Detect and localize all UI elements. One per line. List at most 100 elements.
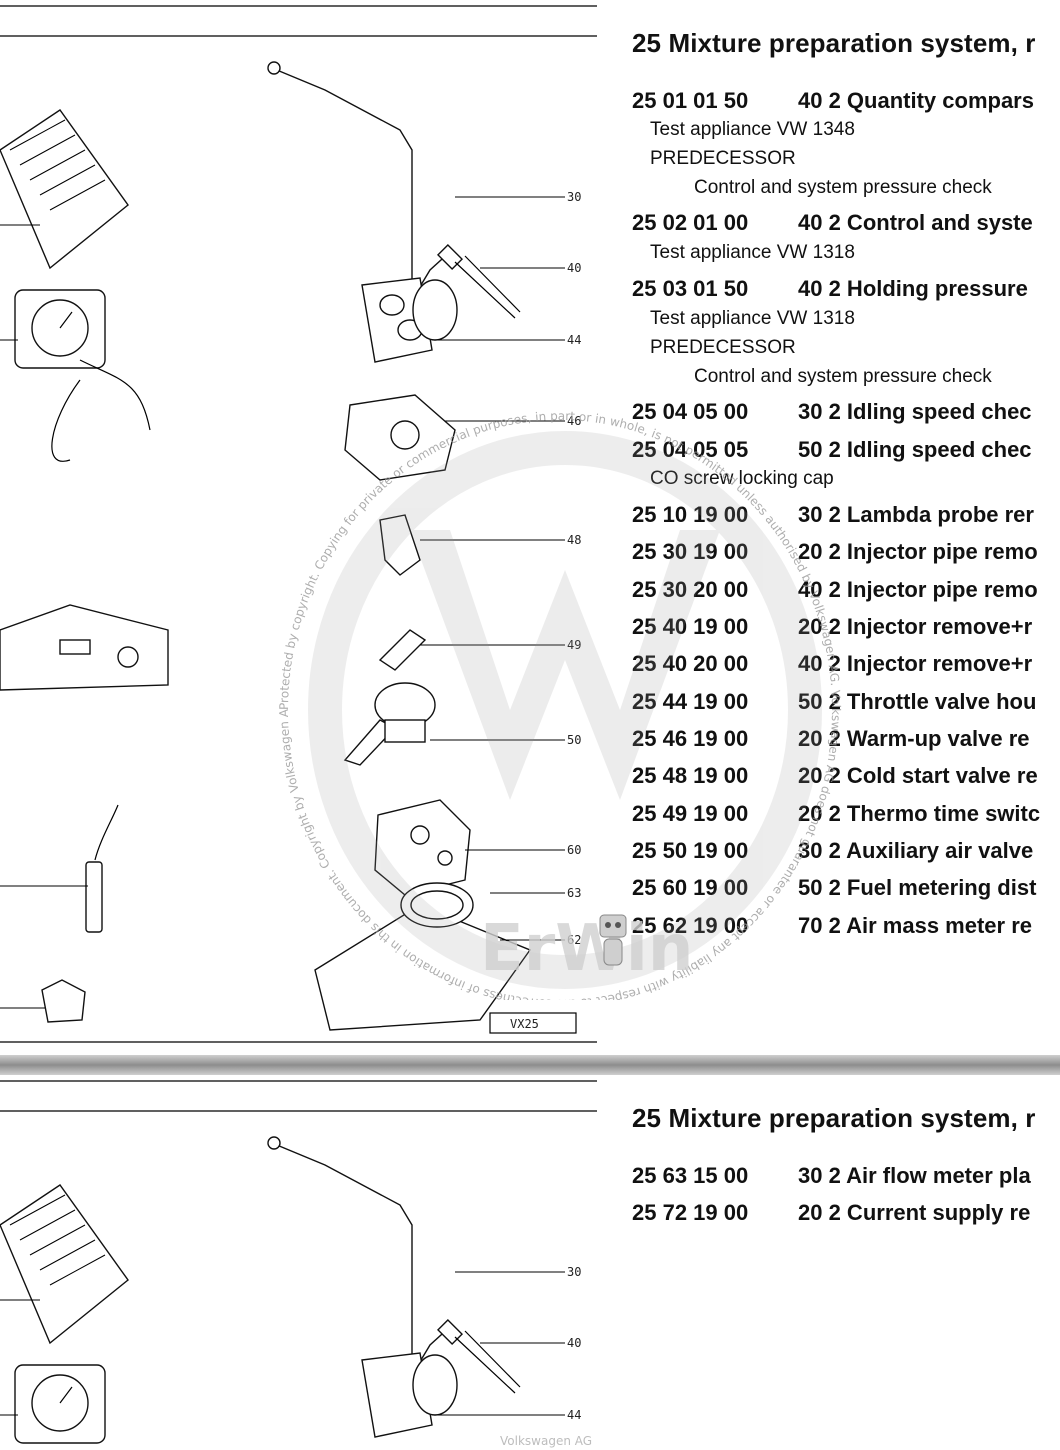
op-desc: 30 2 Air flow meter pla	[798, 1163, 1031, 1188]
auxiliary-air-valve-part	[343, 682, 436, 766]
op-code: 25 40 20 00	[632, 651, 749, 676]
op-code: 25 50 19 00	[632, 838, 749, 863]
op-desc: 50 2 Fuel metering dist	[798, 875, 1037, 900]
op-desc: 40 2 Injector remove+r	[798, 651, 1033, 676]
callout-48: 48	[567, 533, 581, 547]
op-code: 25 10 19 00	[632, 502, 749, 527]
parts-diagram: 30 40 44 46 48 49 50 60 63 62 VX25	[0, 0, 600, 1055]
fuel-pipe-part	[271, 1142, 453, 1378]
watermark-footer-text: Volkswagen AG	[500, 1434, 592, 1448]
document-page-1: 30 40 44 46 48 49 50 60 63 62 VX25 25 Mi…	[0, 0, 1040, 1055]
op-desc: 20 2 Warm-up valve re	[798, 726, 1030, 751]
op-code: 25 03 01 50	[632, 276, 749, 301]
document-page-2: 30 40 44 Volkswagen AG 25 Mixture prepar…	[0, 1075, 1060, 1450]
op-row[interactable]: 25 60 19 00 50 2 Fuel metering dist	[632, 875, 1036, 901]
pressure-gauge-part	[14, 1364, 106, 1444]
op-note: PREDECESSOR	[650, 337, 796, 358]
callout-40: 40	[567, 1336, 581, 1350]
op-note-predecessor: Control and system pressure check	[694, 366, 992, 387]
drawing-id: VX25	[510, 1017, 539, 1031]
op-code: 25 30 20 00	[632, 577, 749, 602]
op-code: 25 40 19 00	[632, 614, 749, 639]
op-code: 25 48 19 00	[632, 763, 749, 788]
section-title: 25 Mixture preparation system, r	[632, 28, 1036, 58]
air-mass-meter-part	[314, 882, 532, 1031]
op-note: PREDECESSOR	[650, 148, 796, 169]
op-row[interactable]: 25 46 19 00 20 2 Warm-up valve re	[632, 726, 1030, 752]
op-code: 25 30 19 00	[632, 539, 749, 564]
injector-rail-part	[0, 109, 129, 270]
op-code: 25 63 15 00	[632, 1163, 749, 1188]
fuel-pipe-part	[271, 67, 453, 303]
op-row[interactable]: 25 01 01 50 40 2 Quantity compars	[632, 88, 1034, 114]
op-code: 25 44 19 00	[632, 689, 749, 714]
callout-44: 44	[567, 1408, 581, 1422]
warm-up-valve-part	[361, 1352, 458, 1438]
op-desc: 30 2 Auxiliary air valve	[798, 838, 1034, 863]
parts-diagram: 30 40 44 Volkswagen AG	[0, 1075, 600, 1450]
op-row[interactable]: 25 40 20 00 40 2 Injector remove+r	[632, 651, 1032, 677]
op-desc: 20 2 Cold start valve re	[798, 763, 1038, 788]
exploded-parts-drawing: 30 40 44 46 48 49 50 60 63 62 VX25	[0, 5, 597, 1043]
op-note: Test appliance VW 1348	[650, 119, 855, 140]
callout-46: 46	[567, 414, 581, 428]
op-desc: 30 2 Idling speed chec	[798, 399, 1032, 424]
robot-mascot-icon	[599, 914, 627, 966]
op-desc: 40 2 Quantity compars	[798, 88, 1034, 113]
callout-30: 30	[567, 190, 581, 204]
callout-40: 40	[567, 261, 581, 275]
callout-50: 50	[567, 733, 581, 747]
callout-44: 44	[567, 333, 581, 347]
lambda-probe-part	[85, 804, 119, 933]
op-desc: 40 2 Control and syste	[798, 210, 1033, 235]
op-desc: 50 2 Idling speed chec	[798, 437, 1032, 462]
op-desc: 40 2 Injector pipe remo	[798, 577, 1038, 602]
op-desc: 50 2 Throttle valve hou	[798, 689, 1037, 714]
op-desc: 70 2 Air mass meter re	[798, 913, 1032, 938]
op-row[interactable]: 25 30 19 00 20 2 Injector pipe remo	[632, 539, 1038, 565]
op-code: 25 72 19 00	[632, 1200, 749, 1225]
op-row[interactable]: 25 44 19 00 50 2 Throttle valve hou	[632, 689, 1036, 715]
op-code: 25 60 19 00	[632, 875, 749, 900]
op-code: 25 04 05 05	[632, 437, 749, 462]
op-desc: 20 2 Current supply re	[798, 1200, 1031, 1225]
section-title: 25 Mixture preparation system, r	[632, 1103, 1036, 1133]
op-row[interactable]: 25 30 20 00 40 2 Injector pipe remo	[632, 577, 1038, 603]
op-code: 25 01 01 50	[632, 88, 749, 113]
page-divider	[0, 1055, 1060, 1075]
op-row[interactable]: 25 04 05 05 50 2 Idling speed chec	[632, 437, 1032, 463]
warm-up-valve-part	[361, 277, 458, 363]
pipe-union-part	[267, 61, 281, 75]
drawing-id-box	[489, 1012, 577, 1034]
test-instrument-part	[0, 604, 169, 691]
fuel-metering-distributor-part	[374, 799, 471, 896]
injector-rail-part	[0, 1184, 129, 1345]
callout-lines	[0, 196, 565, 1009]
op-code: 25 02 01 00	[632, 210, 749, 235]
op-code: 25 46 19 00	[632, 726, 749, 751]
op-row[interactable]: 25 50 19 00 30 2 Auxiliary air valve	[632, 838, 1033, 864]
op-row[interactable]: 25 48 19 00 20 2 Cold start valve re	[632, 763, 1038, 789]
op-note: Test appliance VW 1318	[650, 308, 855, 329]
callout-49: 49	[567, 638, 581, 652]
op-desc: 20 2 Injector remove+r	[798, 614, 1033, 639]
op-row[interactable]: 25 04 05 00 30 2 Idling speed chec	[632, 399, 1032, 425]
op-row[interactable]: 25 02 01 00 40 2 Control and syste	[632, 210, 1033, 236]
op-note: Test appliance VW 1318	[650, 242, 855, 263]
op-row[interactable]: 25 40 19 00 20 2 Injector remove+r	[632, 614, 1032, 640]
pressure-gauge-part	[14, 289, 151, 462]
callout-62: 62	[567, 933, 581, 947]
op-row[interactable]: 25 63 15 00 30 2 Air flow meter pla	[632, 1163, 1031, 1189]
op-row[interactable]: 25 72 19 00 20 2 Current supply re	[632, 1200, 1030, 1226]
thermo-switch-part	[378, 629, 427, 671]
callout-30: 30	[567, 1265, 581, 1279]
callout-63: 63	[567, 886, 581, 900]
op-code: 25 04 05 00	[632, 399, 749, 424]
op-note-predecessor: Control and system pressure check	[694, 177, 992, 198]
op-desc: 20 2 Injector pipe remo	[798, 539, 1038, 564]
relay-part	[41, 979, 86, 1023]
